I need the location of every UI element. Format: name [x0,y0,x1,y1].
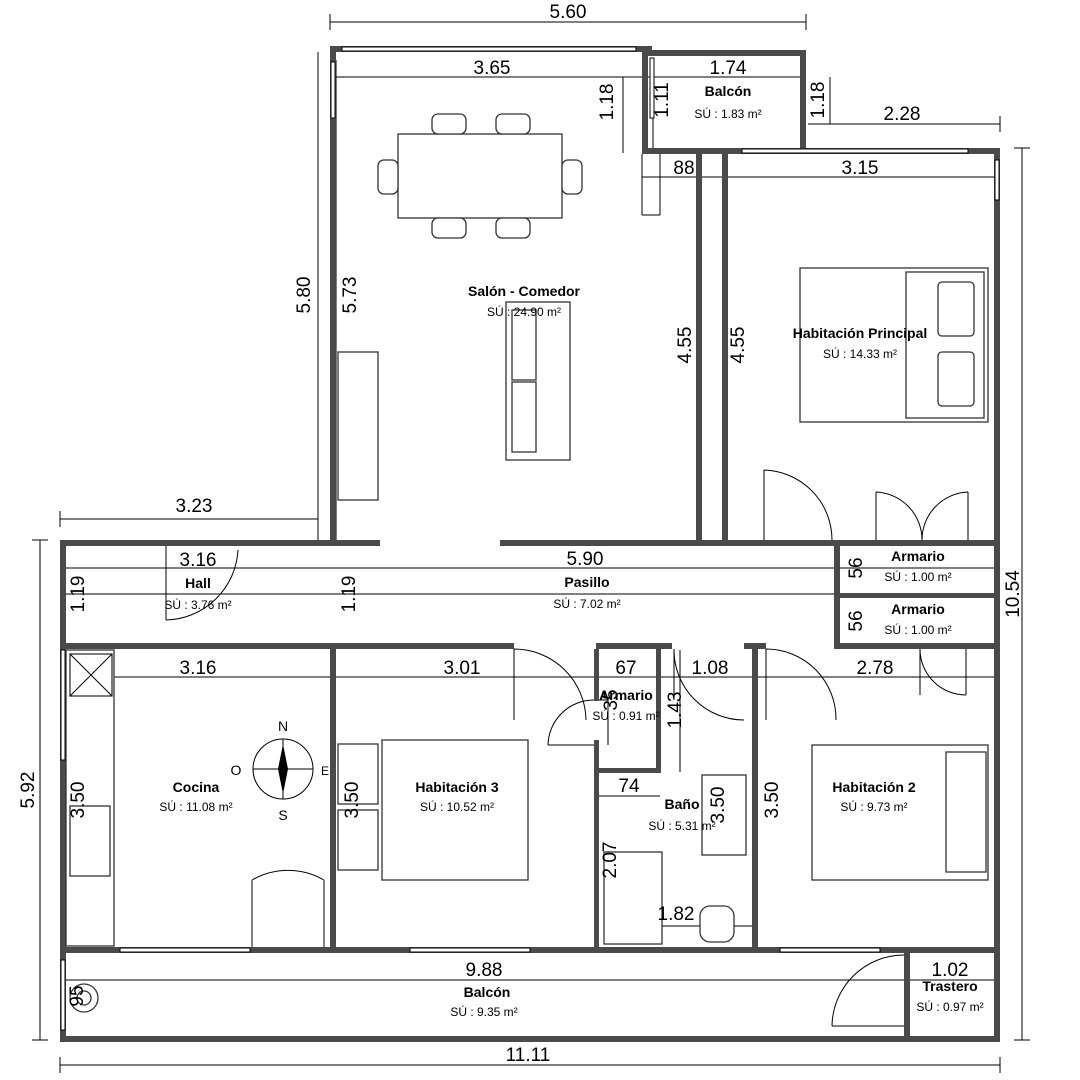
room-name-salon: Salón - Comedor [468,283,581,299]
room-area-salon: SÚ : 24.90 m² [487,304,561,319]
dim-salon-top: 3.65 [474,58,511,79]
room-name-balcon-bottom: Balcón [464,984,511,1000]
dim-corridor-height-a: 4.55 [675,327,696,364]
room-area-pasillo: SÚ : 7.02 m² [553,596,620,611]
room-area-hall: SÚ : 3.76 m² [164,597,231,612]
windows [60,46,1000,1031]
compass-south-label: S [278,807,287,823]
dim-hab2-height: 3.50 [762,782,783,819]
room-area-trastero: SÚ : 0.97 m² [916,999,983,1014]
compass: N S O E [231,718,329,823]
dim-right-offset: 2.28 [884,104,921,125]
dim-hall-width: 3.16 [180,550,217,571]
room-area-armario1: SÚ : 1.00 m² [884,569,951,584]
room-name-cocina: Cocina [173,779,220,795]
dim-bottom-total: 11.11 [506,1045,551,1066]
dim-bano-top-height: 1.43 [665,692,686,729]
dim-pasillo-height: 1.19 [339,576,360,613]
dim-cocina-width: 3.16 [180,658,217,679]
room-name-hall: Hall [185,575,211,591]
dim-hab3-height: 3.50 [342,782,363,819]
dim-armario1-depth: 56 [846,557,867,578]
room-name-hab2: Habitación 2 [832,779,915,795]
room-area-armario3: SÚ : 0.91 m² [592,708,659,723]
dim-hall-height: 1.19 [68,576,89,613]
dim-bano-height: 3.50 [708,787,729,824]
room-area-armario2: SÚ : 1.00 m² [884,622,951,637]
walls [60,46,1000,1042]
dim-bano-inner-width: 74 [618,776,640,797]
room-area-bano: SÚ : 5.31 m² [648,818,715,833]
room-area-hab-principal: SÚ : 14.33 m² [823,346,897,361]
dim-armario3-height: 35 [601,689,622,710]
room-area-cocina: SÚ : 11.08 m² [159,799,232,814]
dim-balcon-width: 1.74 [710,58,747,79]
dim-hab-principal-width: 3.15 [842,158,879,179]
compass-east-label: E [321,764,329,778]
furniture [65,113,989,1013]
room-name-armario1: Armario [891,548,945,564]
room-name-armario3: Armario [599,687,653,703]
dim-armario2-depth: 56 [846,610,867,631]
room-name-pasillo: Pasillo [564,574,609,590]
dim-left-height: 5.80 [294,277,315,314]
dim-balcon-h-right: 1.18 [808,82,829,119]
dim-right-total: 10.54 [1003,570,1024,618]
dim-top-total: 5.60 [550,2,587,23]
room-name-bano: Baño [665,796,700,812]
room-area-balcon-top: SÚ : 1.83 m² [694,106,761,121]
dim-trastero-width: 1.02 [932,960,969,981]
dim-balcon-bottom-width: 9.88 [466,960,503,981]
dim-bath-width: 1.82 [658,904,695,925]
room-area-hab2: SÚ : 9.73 m² [840,799,907,814]
dim-balcon-h-inner: 1.11 [652,82,673,118]
compass-west-label: O [231,762,242,778]
room-name-trastero: Trastero [922,978,977,994]
dim-bath-height: 2.07 [600,842,621,879]
dim-balcon-h-left: 1.18 [597,84,618,121]
dim-hall-outer: 3.23 [176,496,213,517]
room-area-balcon-bottom: SÚ : 9.35 m² [450,1004,517,1019]
dimension-labels: 5.60 3.65 1.74 2.28 88 3.15 3.23 3.16 5.… [18,2,1024,1066]
room-name-balcon-top: Balcón [705,83,752,99]
dim-bano-door: 1.08 [692,658,729,679]
dim-salon-height: 5.73 [340,277,361,314]
room-name-armario2: Armario [891,601,945,617]
dim-passage-88: 88 [673,158,694,179]
dim-hab2-width: 2.78 [857,658,894,679]
dim-corridor-height-b: 4.55 [728,327,749,364]
dim-hab3-width: 3.01 [444,658,481,679]
dim-pasillo-width: 5.90 [567,549,604,570]
doors [165,154,969,1027]
compass-north-label: N [278,718,288,734]
room-labels: Salón - Comedor SÚ : 24.90 m² Balcón SÚ … [159,83,983,1019]
dim-armario3-width: 67 [615,658,636,679]
room-area-hab3: SÚ : 10.52 m² [420,799,494,814]
room-name-hab-principal: Habitación Principal [793,325,928,341]
dim-balcon-bottom-depth: 95 [67,985,88,1006]
dim-cocina-height: 3.50 [68,782,89,819]
dim-left-total: 5.92 [18,772,39,809]
room-name-hab3: Habitación 3 [415,779,498,795]
